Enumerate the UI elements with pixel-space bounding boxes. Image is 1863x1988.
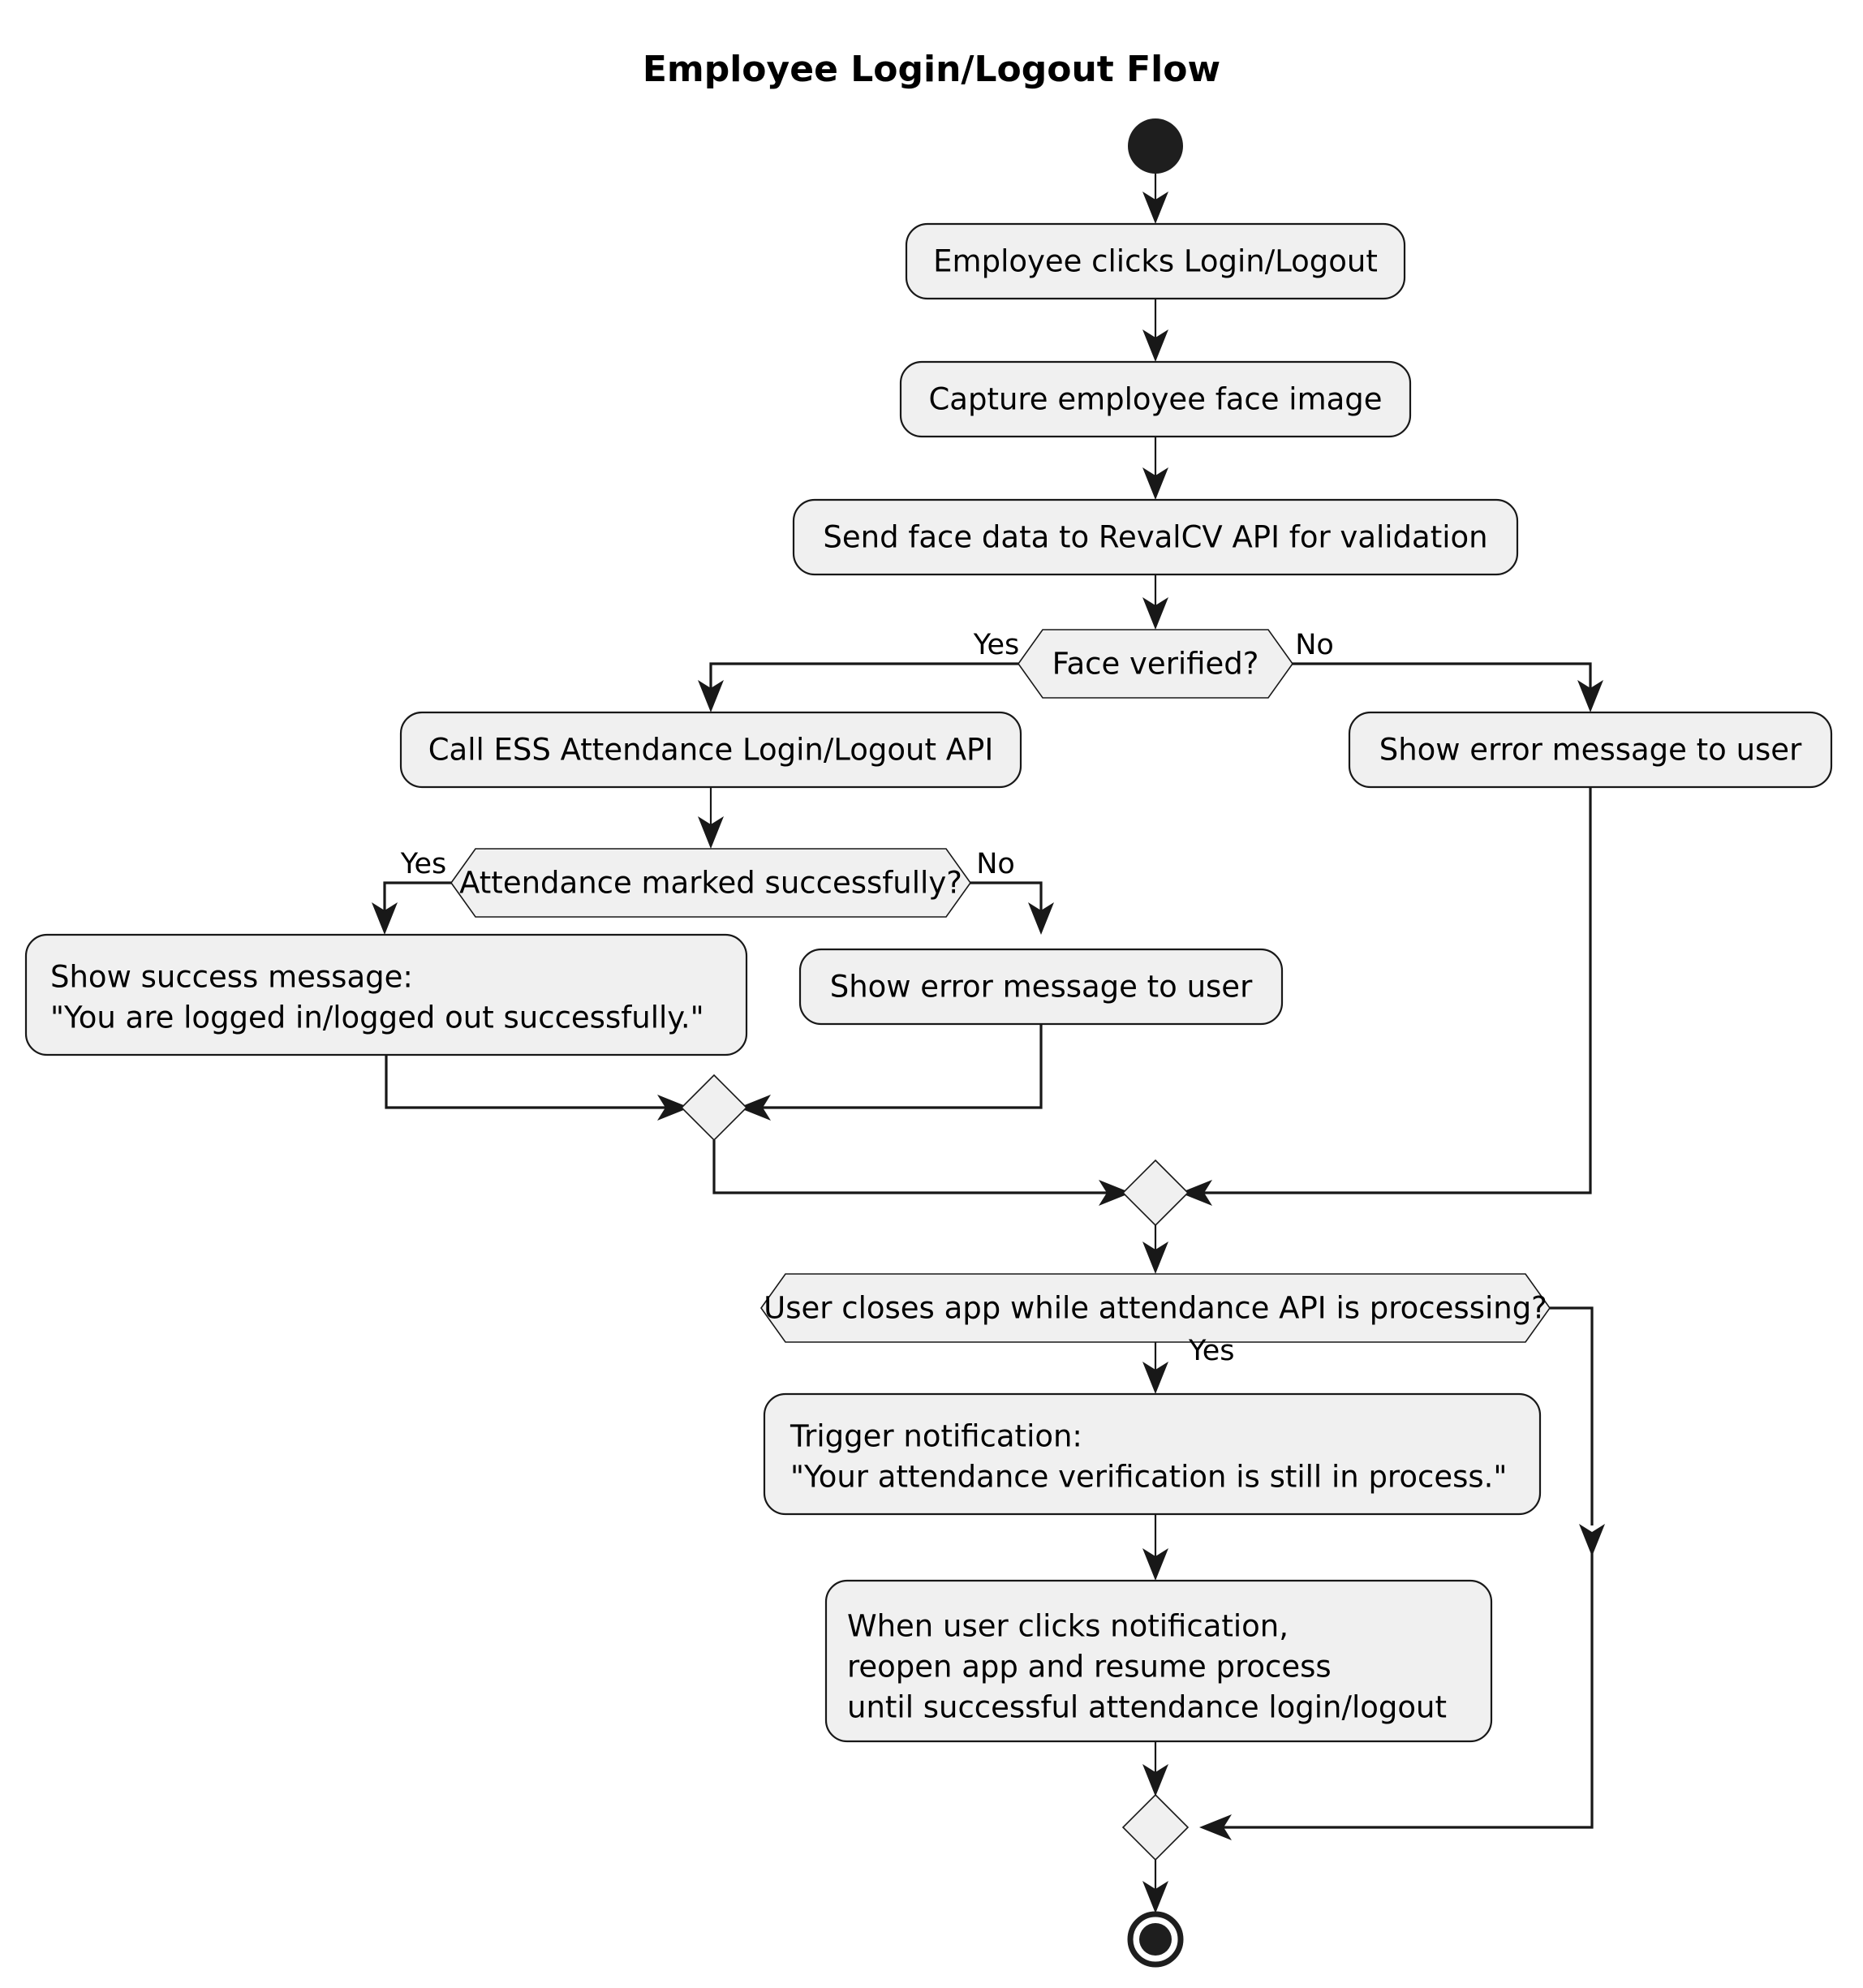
- edge-success-to-merge-inner: [385, 1055, 690, 1121]
- action-trigger-notification-line1: Trigger notification:: [790, 1419, 1082, 1454]
- action-show-error-message-attendance-label: Show error message to user: [830, 970, 1253, 1005]
- action-call-ess-attendance-api[interactable]: Call ESS Attendance Login/Logout API: [399, 711, 1022, 789]
- merge-diamond-final: [1121, 1793, 1190, 1861]
- edge-click-login-to-capture-face: [1142, 299, 1168, 362]
- merge-diamond-inner: [680, 1074, 748, 1142]
- edge-resume-process-to-merge-final: [1142, 1741, 1168, 1797]
- action-call-ess-attendance-api-label: Call ESS Attendance Login/Logout API: [428, 733, 994, 768]
- edge-user-closes-bypass-branch: [1199, 1306, 1605, 1840]
- edge-label-face-verified-yes: Yes: [973, 629, 1020, 661]
- action-show-error-message-face[interactable]: Show error message to user: [1348, 711, 1833, 789]
- action-trigger-notification-line2: "Your attendance verification is still i…: [790, 1460, 1507, 1495]
- edge-error-face-to-merge-outer: [1180, 787, 1592, 1206]
- edge-face-verified-no-branch: [1293, 662, 1603, 712]
- edge-merge-inner-to-merge-outer: [712, 1140, 1131, 1206]
- edge-label-attendance-no: No: [976, 848, 1015, 880]
- action-show-success-message-line1: Show success message:: [50, 960, 413, 995]
- decision-user-closes-app[interactable]: User closes app while attendance API is …: [760, 1273, 1551, 1343]
- action-show-error-message-attendance[interactable]: Show error message to user: [798, 948, 1284, 1026]
- start-node: [1128, 118, 1183, 174]
- edge-start-to-click-login: [1142, 174, 1168, 224]
- edge-user-closes-yes-branch: [1142, 1342, 1168, 1394]
- decision-attendance-marked-label: Attendance marked successfully?: [459, 866, 962, 901]
- merge-diamond-outer: [1121, 1159, 1190, 1227]
- action-capture-face-image[interactable]: Capture employee face image: [899, 360, 1412, 438]
- action-send-face-data-to-api[interactable]: Send face data to RevalCV API for valida…: [792, 498, 1519, 576]
- edge-label-user-closes-app-yes: Yes: [1188, 1335, 1235, 1367]
- edge-capture-face-to-send-face: [1142, 437, 1168, 500]
- edge-send-face-to-decision-face-verified: [1142, 574, 1168, 630]
- action-resume-process-line3: until successful attendance login/logout: [847, 1690, 1447, 1725]
- decision-user-closes-app-label: User closes app while attendance API is …: [764, 1291, 1547, 1326]
- decision-attendance-marked[interactable]: Attendance marked successfully?: [450, 848, 971, 918]
- action-employee-clicks-login-logout[interactable]: Employee clicks Login/Logout: [905, 222, 1406, 300]
- edge-merge-final-to-end: [1142, 1860, 1168, 1913]
- action-resume-process-line1: When user clicks notification,: [847, 1609, 1289, 1644]
- action-show-error-message-face-label: Show error message to user: [1379, 733, 1802, 768]
- end-node: [1127, 1911, 1184, 1968]
- action-show-success-message[interactable]: Show success message: "You are logged in…: [24, 933, 748, 1056]
- action-show-success-message-line2: "You are logged in/logged out successful…: [50, 1000, 704, 1035]
- action-employee-clicks-login-logout-label: Employee clicks Login/Logout: [933, 244, 1378, 279]
- edge-merge-outer-to-decision-user-closes: [1142, 1225, 1168, 1274]
- edge-face-verified-yes-branch: [698, 662, 1018, 712]
- edge-attendance-no-branch: [970, 881, 1054, 935]
- page-title: Employee Login/Logout Flow: [643, 49, 1220, 90]
- decision-face-verified[interactable]: Face verified?: [1018, 629, 1293, 699]
- edge-trigger-notification-to-resume-process: [1142, 1514, 1168, 1581]
- edge-label-attendance-yes: Yes: [400, 848, 447, 880]
- edge-error-attendance-to-merge-inner: [738, 1024, 1043, 1121]
- edge-call-ess-to-decision-attendance: [698, 787, 724, 849]
- action-capture-face-image-label: Capture employee face image: [928, 382, 1382, 417]
- action-resume-process-line2: reopen app and resume process: [847, 1650, 1332, 1685]
- action-trigger-notification[interactable]: Trigger notification: "Your attendance v…: [763, 1392, 1542, 1516]
- decision-face-verified-label: Face verified?: [1052, 647, 1259, 682]
- edge-attendance-yes-branch: [372, 881, 451, 935]
- action-send-face-data-to-api-label: Send face data to RevalCV API for valida…: [823, 520, 1487, 555]
- edge-label-face-verified-no: No: [1295, 629, 1334, 661]
- action-resume-process[interactable]: When user clicks notification, reopen ap…: [824, 1579, 1493, 1743]
